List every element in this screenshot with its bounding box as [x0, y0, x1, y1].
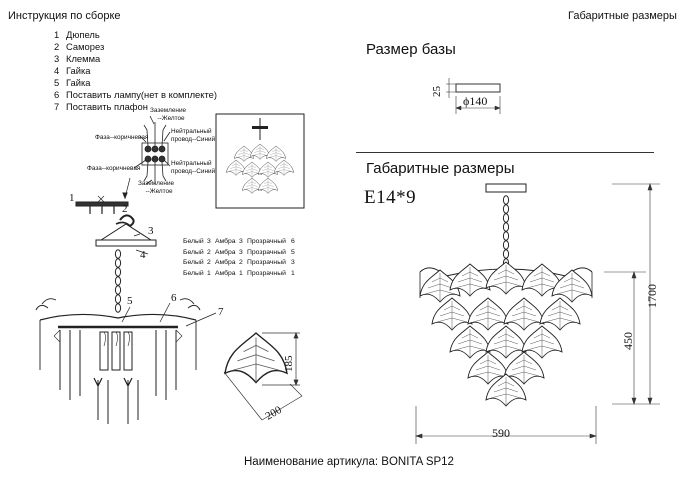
overall-chain [502, 195, 510, 268]
shade-width-label: 200 [264, 404, 285, 423]
ground-label-top: Заземление--Желтое [150, 107, 187, 122]
ground-label-bottom: Заземление--Желтое [138, 180, 175, 195]
base-size-title: Размер базы [366, 41, 456, 58]
callout-5: 5 [127, 295, 133, 307]
lamp-spec: E14*9 [364, 187, 417, 208]
callout-2: 2 [122, 203, 128, 215]
phase-label-bottom: Фаза--коричневая [87, 165, 141, 172]
overall-width-label: 590 [492, 426, 510, 440]
chain [114, 249, 122, 313]
base-drawing [446, 78, 501, 114]
base-diameter-label: ϕ140 [463, 94, 487, 108]
callout-3: 3 [148, 225, 154, 237]
phase-label-top: Фаза--коричневая [95, 134, 149, 141]
article-name: Наименование артикула: BONITA SP12 [244, 456, 454, 468]
chandelier-thumbnail [215, 113, 305, 209]
section-divider [356, 152, 654, 153]
overall-chandelier-drawing [419, 183, 593, 407]
callout-4: 4 [140, 249, 146, 261]
overall-dimension-lines [415, 183, 660, 444]
base-height-label: 25 [431, 86, 443, 98]
shade-height-label: 185 [283, 355, 295, 372]
overall-height-label: 1700 [645, 284, 659, 308]
overall-dimensions-title: Габаритные размеры [366, 160, 515, 177]
shade-drawing [223, 332, 303, 421]
dimensions-title: Габаритные размеры [568, 10, 677, 22]
instructions-title: Инструкция по сборке [8, 10, 121, 22]
assembly-drawing [35, 177, 217, 424]
callout-1: 1 [69, 192, 75, 204]
callout-7: 7 [218, 306, 224, 318]
callout-6: 6 [171, 292, 177, 304]
wiring-diagram [133, 115, 171, 185]
body-height-label: 450 [621, 332, 635, 350]
